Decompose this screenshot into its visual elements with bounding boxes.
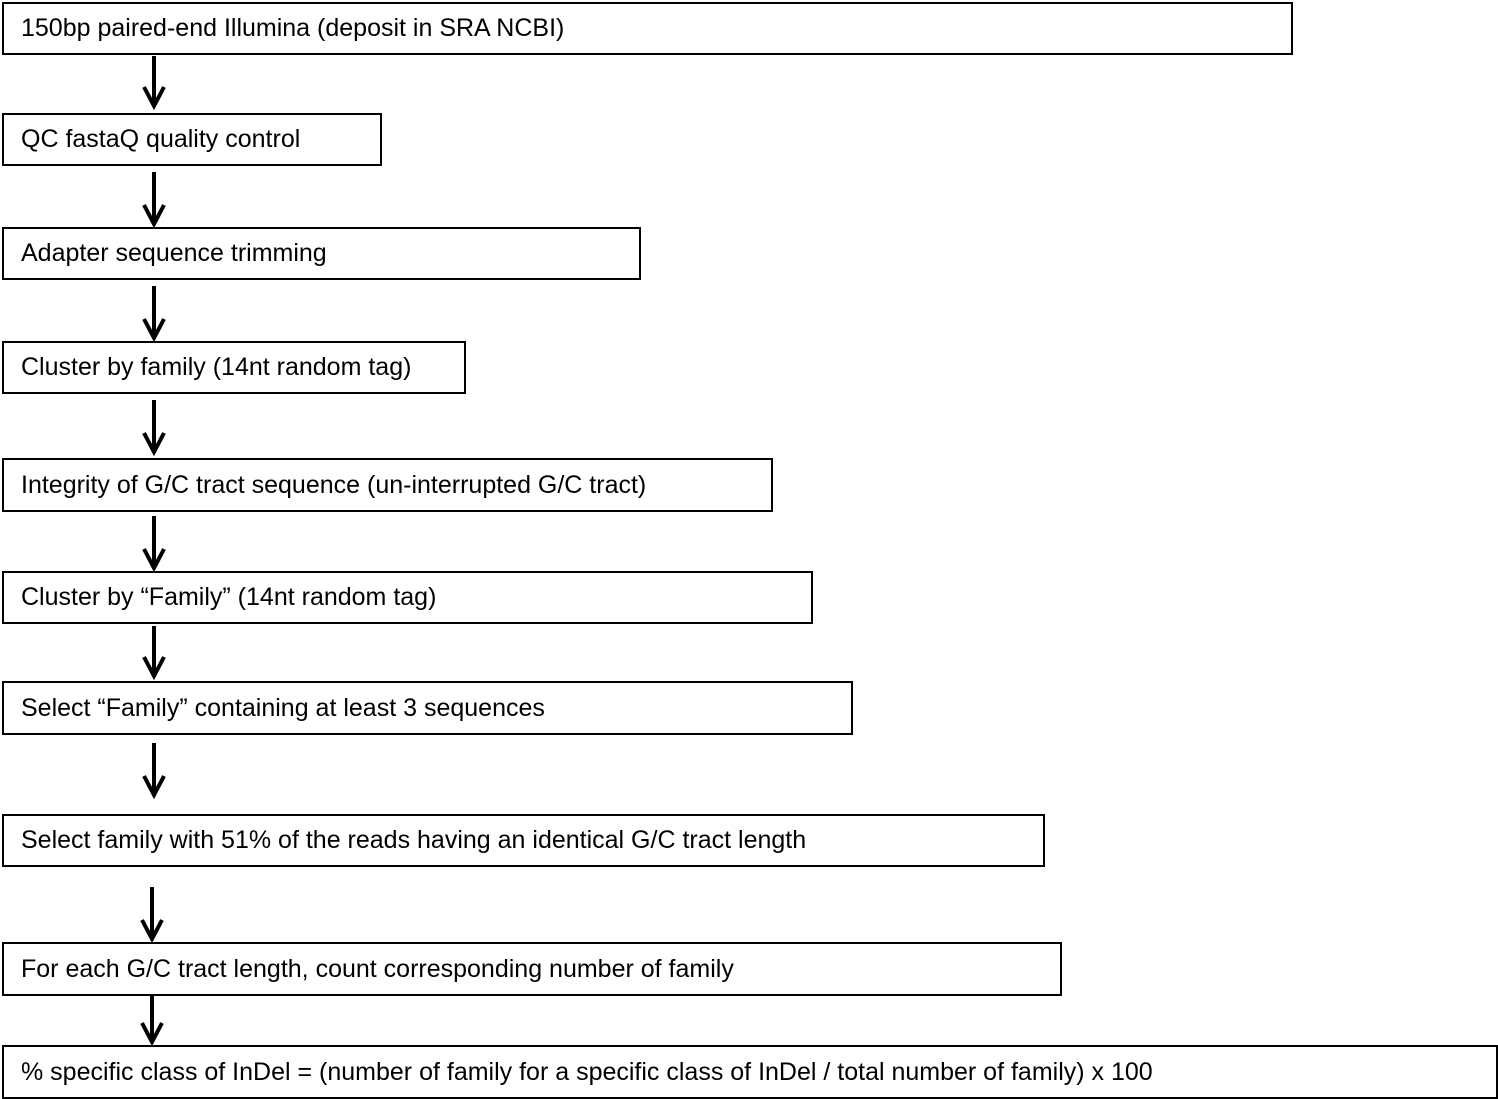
step-label: Cluster by “Family” (14nt random tag) [21,583,437,611]
step-label: For each G/C tract length, count corresp… [21,954,734,983]
step-count-families: For each G/C tract length, count corresp… [2,942,1062,996]
step-select-family-min-3: Select “Family” containing at least 3 se… [2,681,853,735]
arrow-8-to-9 [140,887,164,944]
step-label: Select family with 51% of the reads havi… [21,826,807,854]
step-select-family-51-percent: Select family with 51% of the reads havi… [2,814,1045,867]
step-quality-control: QC fastaQ quality control [2,113,382,166]
step-label: Adapter sequence trimming [21,239,327,267]
step-label: Cluster by family (14nt random tag) [21,353,412,381]
arrow-5-to-6 [142,516,166,573]
step-indel-percentage-formula: % specific class of InDel = (number of f… [2,1045,1498,1099]
arrow-4-to-5 [142,400,166,457]
step-cluster-by-family: Cluster by family (14nt random tag) [2,341,466,394]
step-tract-integrity: Integrity of G/C tract sequence (un-inte… [2,458,773,512]
arrow-6-to-7 [142,626,166,681]
arrow-3-to-4 [142,286,166,343]
step-label: Select “Family” containing at least 3 se… [21,693,545,722]
step-label: % specific class of InDel = (number of f… [21,1057,1153,1086]
step-sequencing: 150bp paired-end Illumina (deposit in SR… [2,2,1293,55]
step-cluster-by-family-quoted: Cluster by “Family” (14nt random tag) [2,571,813,624]
step-adapter-trimming: Adapter sequence trimming [2,227,641,280]
arrow-2-to-3 [142,172,166,229]
step-label: 150bp paired-end Illumina (deposit in SR… [21,14,565,42]
step-label: QC fastaQ quality control [21,125,301,153]
arrow-9-to-10 [140,992,164,1047]
arrow-7-to-8 [142,743,166,800]
arrow-1-to-2 [142,56,166,111]
step-label: Integrity of G/C tract sequence (un-inte… [21,470,647,499]
